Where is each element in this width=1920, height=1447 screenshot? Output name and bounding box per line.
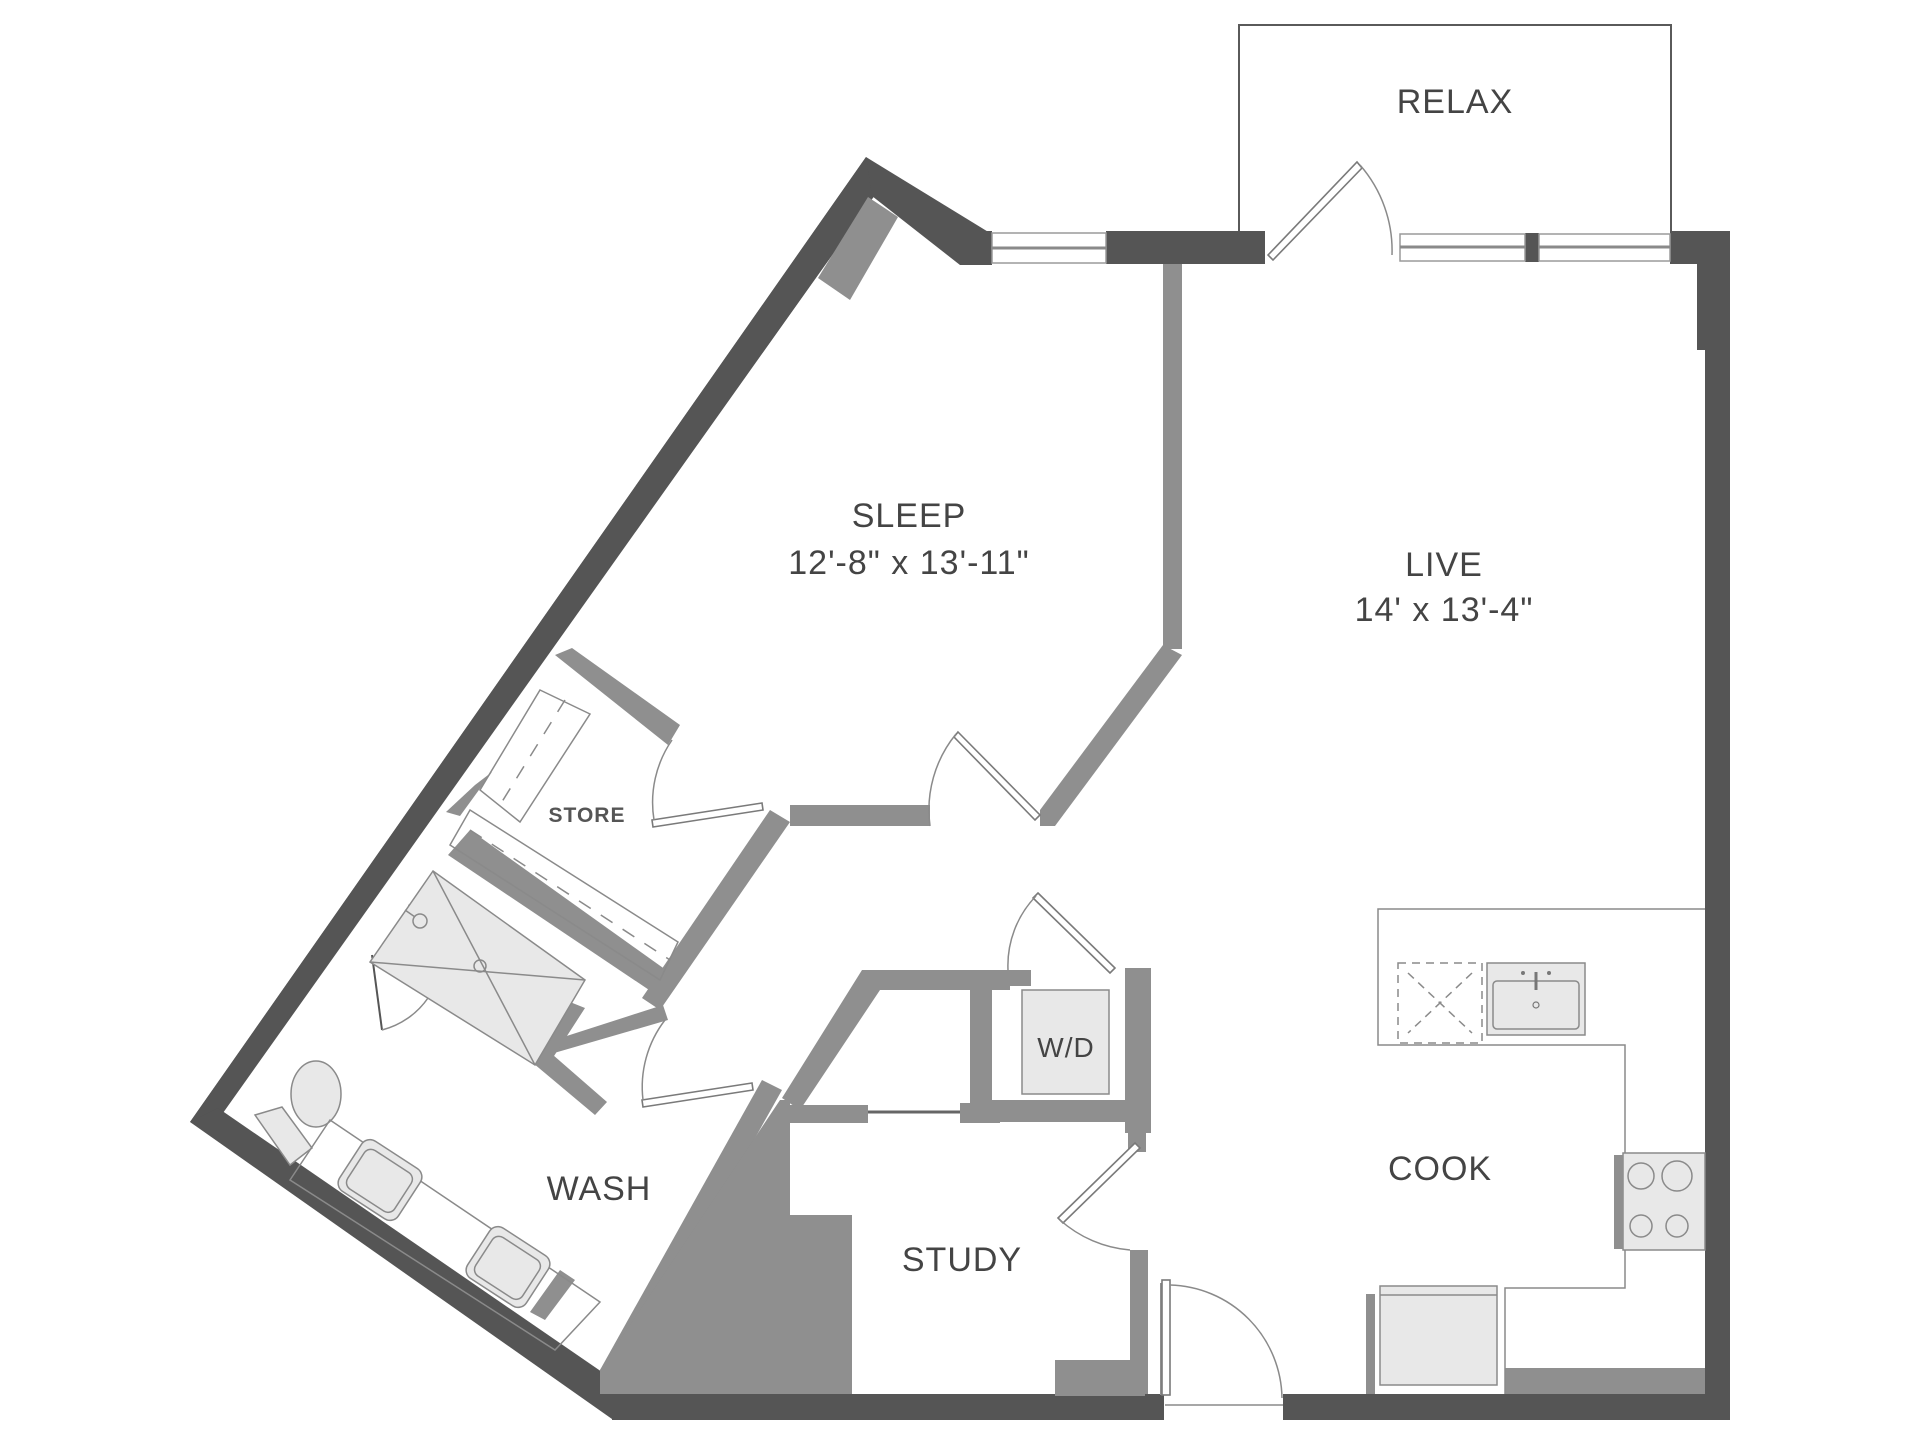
range (1614, 1152, 1706, 1251)
kitchen-sink (1486, 962, 1586, 1036)
label-live-dimensions: 14' x 13'-4" (1355, 591, 1534, 629)
label-sleep-dimensions: 12'-8" x 13'-11" (788, 544, 1030, 582)
vanity (288, 1118, 602, 1351)
shower (368, 869, 586, 1067)
windows (991, 232, 1671, 264)
bath-door (641, 1019, 754, 1108)
room-labels: RELAX SLEEP 12'-8" x 13'-11" LIVE 14' x … (547, 83, 1534, 1279)
label-study: STUDY (902, 1241, 1022, 1279)
bathroom-fixtures (253, 869, 602, 1351)
doors (371, 160, 1393, 1406)
sleep-door (928, 730, 1042, 827)
study-door (1056, 1141, 1142, 1251)
balcony-outline (1238, 24, 1672, 233)
entry-door (1161, 1279, 1283, 1406)
washer-dryer (1021, 989, 1110, 1095)
label-live: LIVE (1405, 546, 1483, 584)
sink-1 (337, 1138, 423, 1222)
interior-walls (408, 197, 1705, 1396)
label-cook: COOK (1388, 1150, 1492, 1188)
label-relax: RELAX (1397, 83, 1514, 121)
store-shelving (448, 689, 679, 982)
wd-door (1007, 891, 1117, 975)
label-sleep: SLEEP (852, 497, 967, 535)
refrigerator (1366, 1285, 1498, 1394)
label-wd: W/D (1037, 1032, 1094, 1063)
store-door (651, 739, 764, 828)
sink-2 (465, 1225, 551, 1309)
label-store: STORE (549, 804, 626, 827)
dishwasher (1397, 962, 1483, 1044)
exterior-walls (190, 157, 1730, 1420)
balcony-door (1266, 160, 1393, 262)
label-wash: WASH (547, 1170, 652, 1208)
kitchen (1366, 908, 1706, 1394)
shower-door (371, 954, 429, 1031)
